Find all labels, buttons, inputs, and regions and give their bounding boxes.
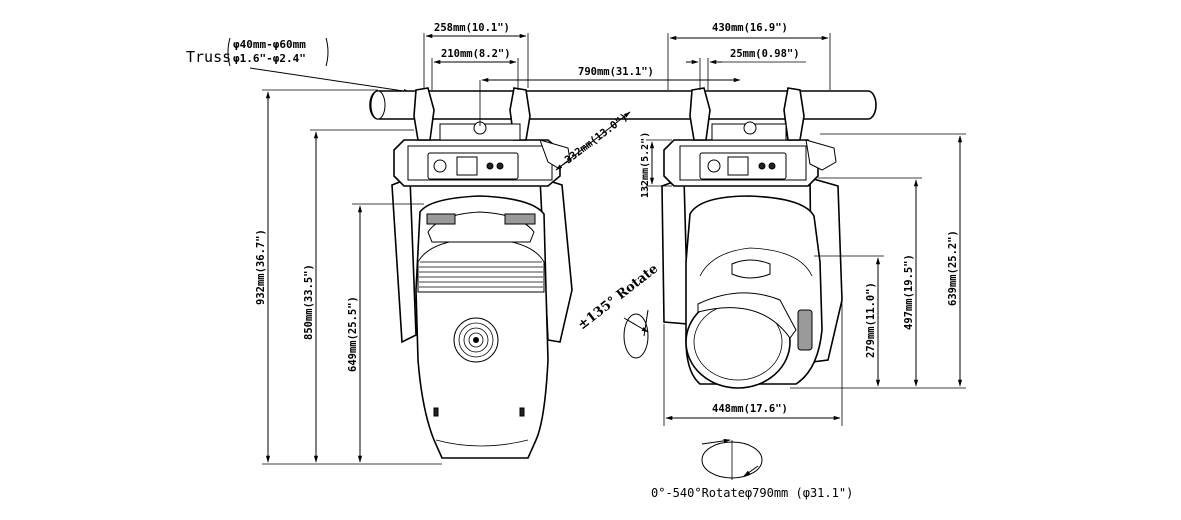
side-base-handle [805, 139, 837, 171]
dim-side-height-lens: 279mm(11.0") [865, 282, 877, 358]
front-button-icon-2 [496, 162, 504, 170]
dim-side-width-top: 430mm(16.9") [712, 22, 788, 34]
side-head-badge [731, 259, 771, 279]
pan-rotation-label: 0°-540°Rotateφ790mm (φ31.1") [651, 486, 853, 500]
dim-line-332 [555, 111, 631, 171]
truss-pipe [369, 90, 877, 120]
front-button-icon-1 [486, 162, 494, 170]
dim-side-width-bottom: 448mm(17.6") [712, 403, 788, 415]
truss-label: Truss φ40mm-φ60mm φ1.6"-φ2.4" [186, 37, 411, 94]
front-vent-right [504, 213, 536, 225]
side-button-icon-1 [758, 162, 766, 170]
dim-side-height-mid: 497mm(19.5") [903, 254, 915, 330]
side-head-seam [699, 247, 813, 277]
truss-bracket-left [227, 37, 231, 67]
front-lower-seam [435, 439, 529, 447]
dim-side-base-height: 132mm(5.2") [640, 132, 651, 198]
dim-front-height-body: 850mm(33.5") [303, 264, 315, 340]
truss-diameter-mm: φ40mm-φ60mm [233, 38, 306, 51]
truss-text: Truss [186, 48, 231, 66]
side-vent [797, 309, 813, 351]
front-clamps [413, 87, 531, 141]
side-clamps [689, 87, 805, 141]
pan-arrow-bottom [743, 465, 759, 477]
front-fan [453, 317, 499, 363]
dim-clamp-spacing: 790mm(31.1") [578, 66, 654, 78]
truss-diameter-in: φ1.6"-φ2.4" [233, 52, 306, 65]
truss-leader [249, 67, 411, 94]
tilt-axis [643, 309, 649, 337]
dim-front-height-total: 932mm(36.7") [255, 229, 267, 305]
side-knob-icon [707, 159, 721, 173]
dim-side-height-total: 639mm(25.2") [947, 230, 959, 306]
truss-tube-end [370, 90, 386, 120]
dim-front-width-outer: 258mm(10.1") [434, 22, 510, 34]
tilt-rotation-indicator: ±135° Rotate [575, 261, 661, 359]
tilt-rotation-ellipse [623, 313, 649, 359]
front-screw-left [433, 407, 439, 417]
side-view-fixture [661, 87, 843, 389]
side-display [727, 156, 749, 176]
front-grille-area [417, 237, 545, 293]
dim-front-height-head: 649mm(25.5") [347, 296, 359, 372]
truss-tube [369, 90, 877, 120]
tilt-arrow-1 [623, 317, 649, 333]
front-vent-left [426, 213, 456, 225]
side-lens [685, 292, 797, 389]
side-dimensions: 430mm(16.9") 25mm(0.98") 132mm(5.2") 448… [640, 22, 966, 426]
front-grille-lines [419, 261, 543, 288]
dim-side-clamp-gap: 25mm(0.98") [730, 48, 800, 60]
dim-front-width-inner: 210mm(8.2") [441, 48, 511, 60]
truss-bracket-right [325, 37, 329, 67]
front-yoke-left [391, 176, 417, 344]
pan-rotation-indicator: 0°-540°Rotateφ790mm (φ31.1") [651, 438, 853, 500]
front-knob-icon [433, 159, 447, 173]
side-button-icon-2 [768, 162, 776, 170]
front-screw-right [519, 407, 525, 417]
tilt-rotation-label: ±135° Rotate [575, 261, 661, 333]
side-yoke-left [661, 176, 689, 325]
front-display [456, 156, 478, 176]
front-view-fixture [391, 87, 573, 459]
pan-arrow-top [701, 438, 731, 445]
